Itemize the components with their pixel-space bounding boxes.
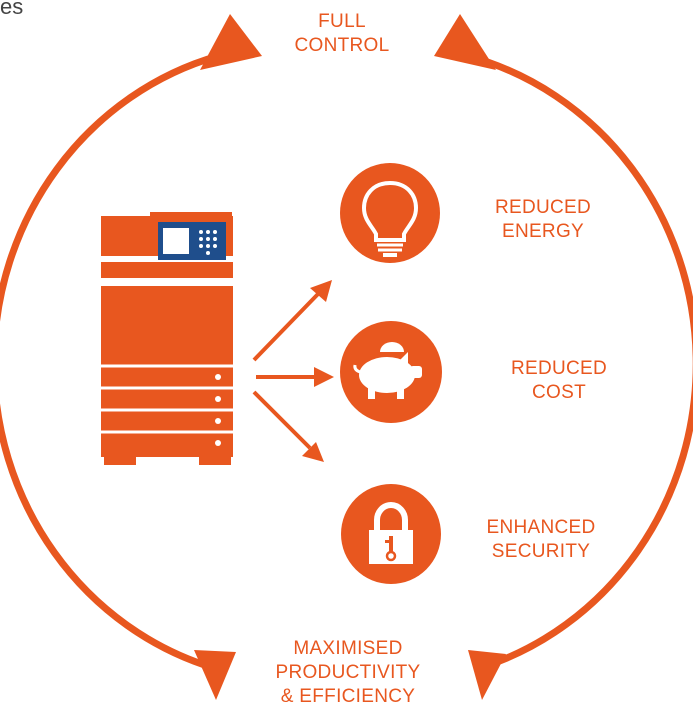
arrowhead-bottom-left <box>194 650 236 700</box>
arrowhead-bottom-right <box>468 650 506 700</box>
arrow-to-security <box>252 390 312 450</box>
lightbulb-icon <box>340 163 440 263</box>
corner-text-fragment: es <box>0 0 24 19</box>
label-reduced-cost: REDUCED COST <box>510 358 608 403</box>
arrowhead-top-left <box>200 14 262 70</box>
benefit-arrows <box>252 280 334 462</box>
cycle-arc-right <box>467 52 693 672</box>
piggy-bank-icon <box>340 321 442 423</box>
label-maximised-productivity: MAXIMISED PRODUCTIVITY & EFFICIENCY <box>275 638 421 707</box>
cycle-arc-left <box>0 52 219 672</box>
arrow-to-energy <box>252 292 320 362</box>
padlock-key-icon <box>341 484 441 584</box>
printer-copier-icon <box>101 212 233 465</box>
arrowhead-top-right <box>434 14 496 70</box>
label-reduced-energy: REDUCED ENERGY <box>494 197 592 242</box>
label-full-control: FULL CONTROL <box>294 11 390 56</box>
label-enhanced-security: ENHANCED SECURITY <box>486 517 596 562</box>
